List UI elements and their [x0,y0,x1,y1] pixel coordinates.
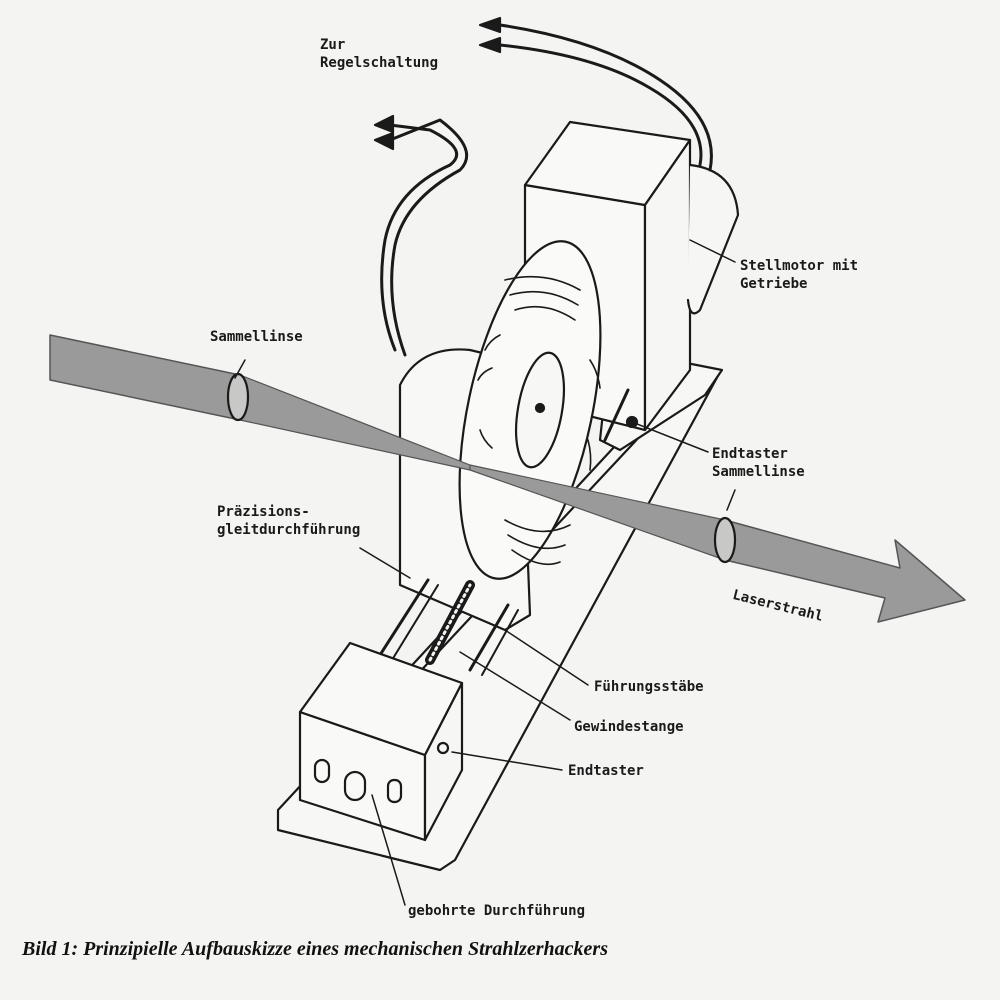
label-endtaster-sammellinse-line2: Sammellinse [712,464,805,480]
label-gebohrte: gebohrte Durchführung [408,903,586,919]
threaded-rod-core [428,583,472,662]
leader-fuehrungsstaebe [504,629,589,686]
label-stellmotor-line1: Stellmotor mit [740,258,859,274]
guide-rod-left [378,578,430,657]
label-sammellinse: Sammellinse [210,329,303,345]
leader-gewindestange [459,651,571,721]
endtaster-hole [436,741,450,755]
label-fuehrungsstaebe: Führungsstäbe [594,679,704,695]
disk-center [534,402,546,414]
cable-d [388,118,469,357]
leader-stellmotor [689,239,736,263]
label-regelschaltung-line1: Zur [320,37,346,53]
leader-endtaster-sammellinse [631,421,709,453]
disk-slots [477,275,601,566]
leader-sammellinse [234,359,246,379]
slider-block-side [423,681,464,842]
lens-left [226,372,250,422]
lens-right [713,516,737,564]
laser-beam-out [724,519,966,623]
label-regelschaltung: Zur Regelschaltung [320,36,438,72]
figure-caption: Bild 1: Prinzipielle Aufbauskizze eines … [22,938,608,960]
leader-gebohrte [371,794,406,906]
cable-c [380,123,459,352]
leader-sammellinse-right [726,489,736,511]
label-stellmotor-line2: Getriebe [740,276,808,292]
label-stellmotor: Stellmotor mit Getriebe [740,257,858,293]
cable-b [498,43,703,167]
label-praezision-line2: gleitdurchführung [217,522,361,538]
guide-rod-right [468,603,510,672]
guide-rod-left-b [391,584,439,661]
cable-arrow-d [373,131,395,151]
label-endtaster-sammellinse-line1: Endtaster [712,446,788,462]
label-praezision-line1: Präzisions- [217,504,310,520]
guide-rod-right-b [481,609,519,676]
cable-arrow-c [373,114,395,134]
label-endtaster-sammellinse: Endtaster Sammellinse [712,445,805,481]
laser-beam-in [49,334,241,421]
label-regelschaltung-line2: Regelschaltung [320,55,439,71]
cable-a [498,23,713,172]
cable-arrow-b [478,36,502,54]
gearbox-cylinder [686,163,740,315]
label-endtaster: Endtaster [568,763,644,779]
motor-block-side [643,138,692,432]
cable-arrow-a [478,16,502,34]
label-praezision: Präzisions- gleitdurchführung [217,503,360,539]
label-gewindestange: Gewindestange [574,719,684,735]
rod-pin [603,388,630,442]
leader-endtaster [451,751,563,771]
leader-praezision [359,547,411,579]
slider-holes [313,758,403,804]
